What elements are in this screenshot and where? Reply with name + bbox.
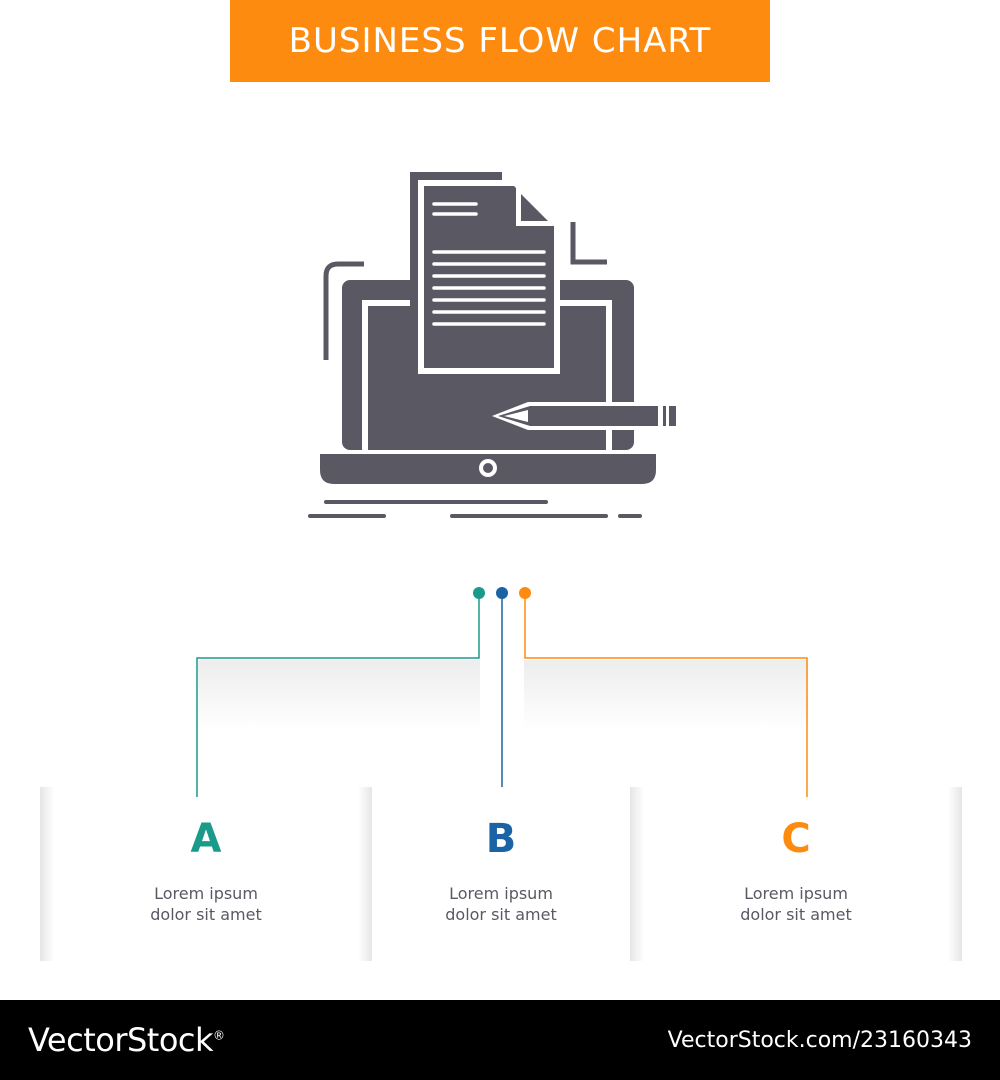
node-dot-c (519, 587, 531, 599)
connector-gap (480, 660, 524, 730)
step-card-c: C Lorem ipsum dolor sit amet (630, 787, 962, 961)
footer-bar: VectorStock® VectorStock.com/23160343 (0, 1000, 1000, 1080)
step-text-b-line1: Lorem ipsum (449, 884, 553, 903)
step-text-a-line1: Lorem ipsum (154, 884, 258, 903)
step-text-c-line1: Lorem ipsum (744, 884, 848, 903)
node-dot-b (496, 587, 508, 599)
laptop-document-pencil-icon (308, 172, 680, 518)
step-card-b: B Lorem ipsum dolor sit amet (372, 787, 630, 961)
step-text-a: Lorem ipsum dolor sit amet (116, 883, 296, 925)
step-text-c-line2: dolor sit amet (740, 905, 852, 924)
step-text-b: Lorem ipsum dolor sit amet (411, 883, 591, 925)
page-title: BUSINESS FLOW CHART (288, 21, 712, 61)
node-dot-a (473, 587, 485, 599)
vectorstock-logo: VectorStock® (28, 1021, 225, 1059)
step-text-c: Lorem ipsum dolor sit amet (706, 883, 886, 925)
step-letter-a: A (190, 816, 222, 862)
registered-mark: ® (213, 1028, 225, 1043)
step-letter-b: B (485, 816, 517, 862)
vectorstock-logo-text: VectorStock (28, 1021, 214, 1059)
step-text-a-line2: dolor sit amet (150, 905, 262, 924)
title-banner: BUSINESS FLOW CHART (230, 0, 770, 82)
image-id: VectorStock.com/23160343 (667, 1027, 972, 1053)
step-letter-c: C (781, 816, 811, 862)
step-card-a: A Lorem ipsum dolor sit amet (40, 787, 372, 961)
step-text-b-line2: dolor sit amet (445, 905, 557, 924)
